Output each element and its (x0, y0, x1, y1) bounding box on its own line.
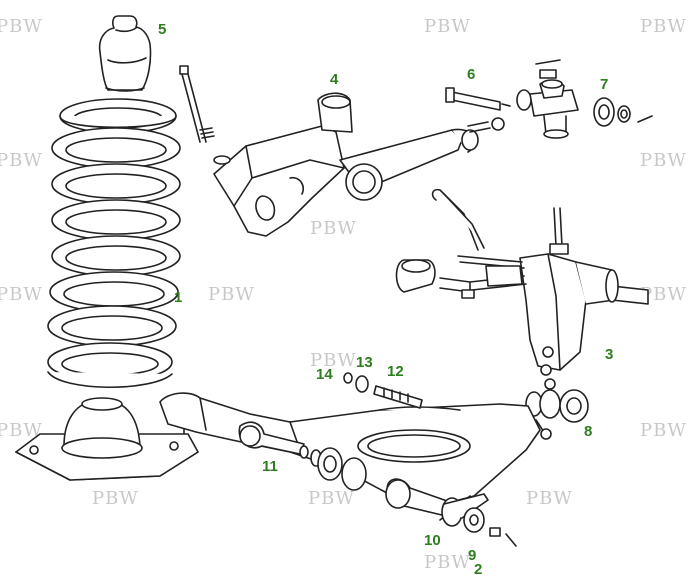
callout-label: 11 (262, 458, 278, 475)
callout-label: 5 (158, 21, 167, 38)
upper-control-arm (179, 65, 505, 237)
watermark: PBW (310, 350, 357, 371)
watermark: PBW (640, 284, 687, 305)
lower-control-arm (159, 392, 541, 521)
watermark: PBW (640, 420, 687, 441)
watermark: PBW (0, 420, 43, 441)
watermark: PBW (0, 16, 43, 37)
callout-label: 3 (605, 346, 614, 363)
watermark: PBW (92, 488, 139, 509)
callout-label: 8 (584, 423, 593, 440)
watermark: PBW (424, 552, 471, 573)
callout-label: 2 (474, 561, 483, 578)
spring-seat-mount (15, 397, 199, 481)
outer-bushing-and-nut (385, 478, 517, 547)
callout-label: 9 (468, 547, 477, 564)
callout-label: 6 (467, 66, 476, 83)
coil-spring (47, 98, 181, 389)
inner-shaft-bushing (238, 421, 367, 491)
watermark: PBW (424, 16, 471, 37)
callout-label: 10 (424, 532, 441, 549)
lower-ball-joint (525, 389, 589, 440)
callout-label: 4 (330, 71, 339, 88)
watermark: PBW (640, 16, 687, 37)
watermark: PBW (640, 150, 687, 171)
callout-label: 12 (387, 363, 404, 380)
watermark: PBW (0, 150, 43, 171)
callout-label: 13 (356, 354, 373, 371)
watermark: PBW (526, 488, 573, 509)
steering-knuckle (395, 188, 649, 390)
watermark: PBW (0, 284, 43, 305)
adjuster-bolt (343, 372, 423, 409)
callout-label: 14 (316, 366, 333, 383)
watermark: PBW (310, 218, 357, 239)
upper-bolt-and-bushings (445, 59, 653, 139)
watermark: PBW (308, 488, 355, 509)
bump-stop-rubber (98, 15, 152, 92)
callout-label: 1 (174, 289, 183, 306)
watermark: PBW (208, 284, 255, 305)
callout-label: 7 (600, 76, 609, 93)
